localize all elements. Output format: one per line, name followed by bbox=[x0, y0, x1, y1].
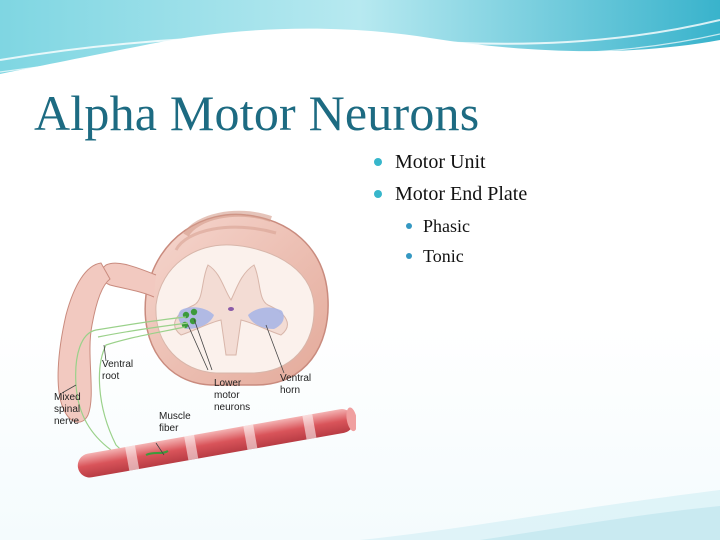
sub-bullet-item: Tonic bbox=[372, 244, 702, 268]
bullet-item: Motor End Plate bbox=[372, 182, 702, 206]
spinal-cord-diagram-graphic bbox=[57, 210, 358, 478]
bullet-item: Motor Unit bbox=[372, 150, 702, 174]
bullet-dot-icon bbox=[374, 158, 382, 166]
bullet-text: Motor End Plate bbox=[395, 183, 528, 205]
label-lower-motor-neurons: Lower motor neurons bbox=[214, 378, 251, 413]
bullet-text: Motor Unit bbox=[395, 151, 486, 173]
spinal-cord-illustration: Ventral root Mixed spinal nerve Muscle f… bbox=[36, 205, 358, 495]
label-ventral-horn: Ventral horn bbox=[280, 373, 312, 396]
slide-title: Alpha Motor Neurons bbox=[34, 85, 480, 141]
bullet-dot-icon bbox=[374, 190, 382, 198]
bullet-list: Motor Unit Motor End Plate Phasic Tonic bbox=[372, 150, 702, 274]
bullet-text: Tonic bbox=[423, 246, 464, 266]
footer-wave-decoration bbox=[360, 490, 720, 540]
header-wave-decoration bbox=[0, 0, 720, 74]
label-muscle-fiber: Muscle fiber bbox=[159, 411, 191, 434]
bullet-dot-icon bbox=[406, 223, 412, 229]
bullet-text: Phasic bbox=[423, 216, 470, 236]
label-mixed-spinal-nerve: Mixed spinal nerve bbox=[54, 392, 81, 427]
label-ventral-root: Ventral root bbox=[102, 359, 134, 382]
bullet-dot-icon bbox=[406, 253, 412, 259]
sub-bullet-item: Phasic bbox=[372, 214, 702, 238]
